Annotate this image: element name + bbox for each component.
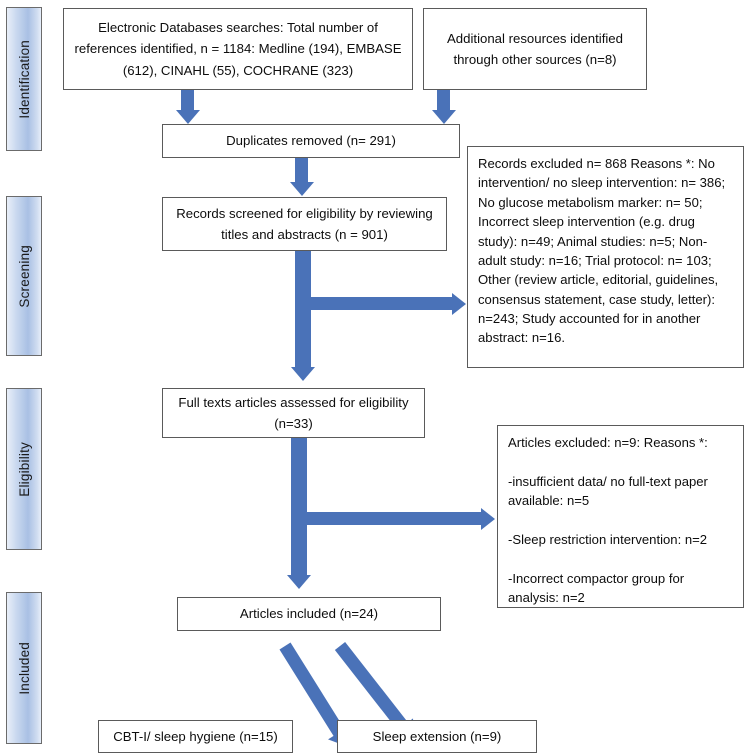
phase-eligibility-label: Eligibility bbox=[16, 441, 32, 497]
box-additional-resources: Additional resources identified through … bbox=[423, 8, 647, 90]
arrow-duplicates-to-screened-head bbox=[289, 182, 314, 196]
phase-identification-label: Identification bbox=[16, 39, 32, 119]
box-duplicates-removed-text: Duplicates removed (n= 291) bbox=[226, 133, 396, 149]
arrow-fulltext-to-excluded-head bbox=[481, 507, 495, 530]
box-full-texts-assessed-text: Full texts articles assessed for eligibi… bbox=[178, 394, 409, 431]
arrow-databases-to-duplicates-shaft bbox=[181, 90, 194, 112]
arrow-screened-to-fulltext-head bbox=[291, 367, 315, 381]
phase-screening: Screening bbox=[6, 196, 42, 356]
box-duplicates-removed: Duplicates removed (n= 291) bbox=[162, 124, 460, 158]
box-records-screened: Records screened for eligibility by revi… bbox=[162, 197, 447, 251]
box-sleep-extension: Sleep extension (n=9) bbox=[337, 720, 537, 753]
box-records-screened-text: Records screened for eligibility by revi… bbox=[176, 205, 433, 242]
arrow-screened-to-excluded-shaft bbox=[311, 297, 453, 310]
phase-eligibility: Eligibility bbox=[6, 388, 42, 550]
arrow-duplicates-to-screened-shaft bbox=[295, 158, 308, 184]
arrow-screened-to-fulltext-shaft bbox=[295, 251, 311, 369]
box-records-excluded: Records excluded n= 868 Reasons *: No in… bbox=[467, 146, 744, 368]
box-articles-included-text: Articles included (n=24) bbox=[239, 606, 379, 622]
arrow-fulltext-to-excluded-shaft bbox=[307, 512, 482, 525]
box-electronic-databases-text: Electronic Databases searches: Total num… bbox=[74, 19, 402, 78]
arrow-databases-to-duplicates-head bbox=[175, 110, 200, 124]
arrow-fulltext-to-included-head bbox=[287, 575, 311, 589]
box-sleep-extension-text: Sleep extension (n=9) bbox=[372, 728, 502, 744]
arrow-additional-to-duplicates-head bbox=[431, 110, 456, 124]
box-articles-excluded-text: Articles excluded: n=9: Reasons *: -insu… bbox=[508, 435, 708, 605]
box-electronic-databases: Electronic Databases searches: Total num… bbox=[63, 8, 413, 90]
phase-identification: Identification bbox=[6, 7, 42, 151]
phase-screening-label: Screening bbox=[16, 244, 32, 308]
box-cbt-sleep-hygiene-text: CBT-I/ sleep hygiene (n=15) bbox=[113, 728, 278, 744]
box-additional-resources-text: Additional resources identified through … bbox=[447, 30, 623, 67]
arrow-fulltext-to-included-shaft bbox=[291, 438, 307, 578]
box-records-excluded-text: Records excluded n= 868 Reasons *: No in… bbox=[478, 156, 726, 346]
box-articles-included: Articles included (n=24) bbox=[177, 597, 441, 631]
arrow-screened-to-excluded-head bbox=[452, 292, 466, 315]
phase-included: Included bbox=[6, 592, 42, 744]
arrow-additional-to-duplicates-shaft bbox=[437, 90, 450, 112]
phase-included-label: Included bbox=[16, 641, 32, 695]
box-articles-excluded: Articles excluded: n=9: Reasons *: -insu… bbox=[497, 425, 744, 608]
box-full-texts-assessed: Full texts articles assessed for eligibi… bbox=[162, 388, 425, 438]
box-cbt-sleep-hygiene: CBT-I/ sleep hygiene (n=15) bbox=[98, 720, 293, 753]
